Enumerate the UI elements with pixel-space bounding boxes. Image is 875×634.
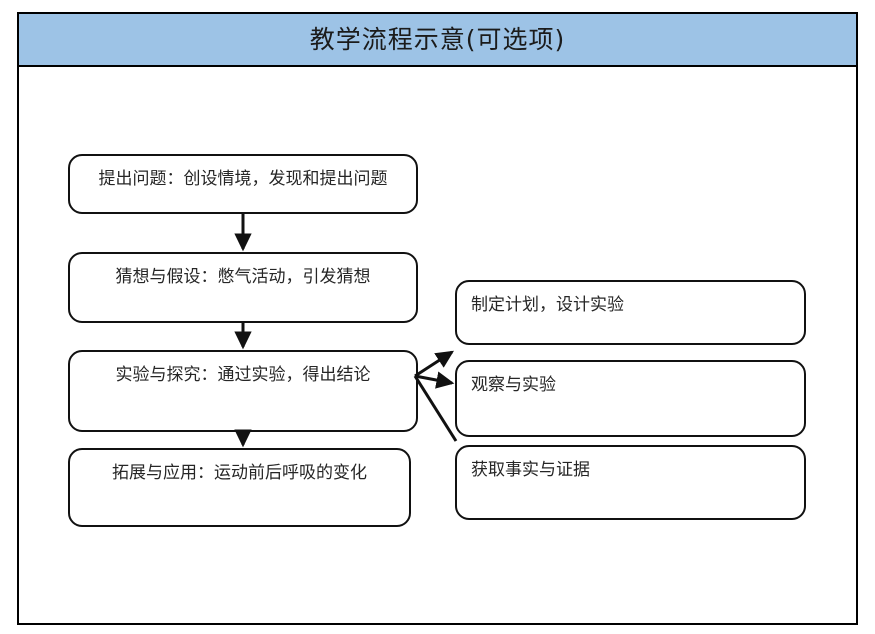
flow-box-branch-3[interactable]: 获取事实与证据 bbox=[455, 445, 806, 520]
flow-box-step-4[interactable]: 拓展与应用：运动前后呼吸的变化 bbox=[68, 448, 411, 527]
flow-box-branch-2-label: 观察与实验 bbox=[471, 375, 556, 395]
flow-box-step-2-label: 猜想与假设：憋气活动，引发猜想 bbox=[115, 267, 371, 287]
flow-box-branch-1-label: 制定计划，设计实验 bbox=[471, 295, 624, 315]
flow-box-step-1-label: 提出问题：创设情境，发现和提出问题 bbox=[98, 169, 388, 189]
header-banner: 教学流程示意(可选项) bbox=[17, 12, 858, 67]
flow-box-branch-3-label: 获取事实与证据 bbox=[471, 460, 590, 480]
flow-box-step-3[interactable]: 实验与探究：通过实验，得出结论 bbox=[68, 350, 418, 432]
flow-box-branch-1[interactable]: 制定计划，设计实验 bbox=[455, 280, 806, 345]
flow-box-branch-2[interactable]: 观察与实验 bbox=[455, 360, 806, 437]
page-title: 教学流程示意(可选项) bbox=[309, 25, 566, 54]
flow-box-step-3-label: 实验与探究：通过实验，得出结论 bbox=[115, 365, 371, 385]
flow-box-step-1[interactable]: 提出问题：创设情境，发现和提出问题 bbox=[68, 154, 418, 214]
flow-box-step-4-label: 拓展与应用：运动前后呼吸的变化 bbox=[112, 463, 367, 483]
flow-box-step-2[interactable]: 猜想与假设：憋气活动，引发猜想 bbox=[68, 252, 418, 323]
